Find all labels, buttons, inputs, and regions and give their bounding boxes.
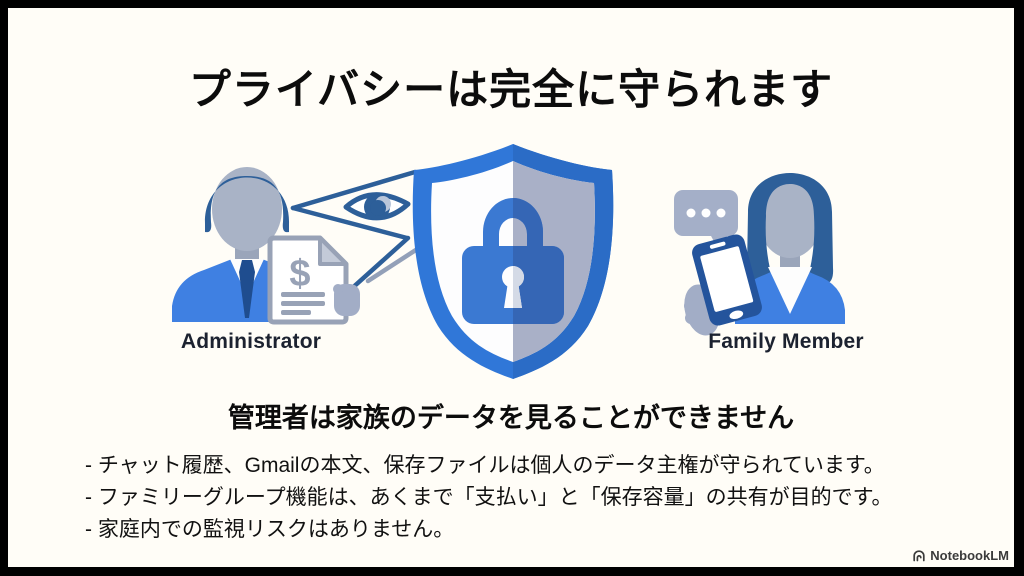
notebooklm-logo-icon [913,549,925,561]
slide: プライバシーは完全に守られます [8,8,1014,567]
bullet-item: - ファミリーグループ機能は、あくまで「支払い」と「保存容量」の共有が目的です。 [85,486,893,509]
notebooklm-brand-text: NotebookLM [930,548,1009,563]
slide-title: プライバシーは完全に守られます [188,66,834,113]
family-member-label: Family Member [708,330,864,353]
bullet-item: - 家庭内での監視リスクはありません。 [85,518,455,541]
bullet-item: - チャット履歴、Gmailの本文、保存ファイルは個人のデータ主権が守られていま… [85,454,885,477]
family-member-icon [735,173,845,324]
administrator-label: Administrator [180,330,322,353]
notebooklm-watermark: NotebookLM [912,548,1009,563]
dollar-symbol: $ [289,253,310,295]
smartphone-icon [684,234,762,336]
shield-lock-icon [412,144,614,379]
bullet-list: - チャット履歴、Gmailの本文、保存ファイルは個人のデータ主権が守られていま… [85,450,965,546]
privacy-diagram: $ [172,144,845,379]
administrator-icon [172,167,322,322]
slide-subtitle: 管理者は家族のデータを見ることができません [227,403,795,433]
billing-document-icon: $ [267,235,360,325]
